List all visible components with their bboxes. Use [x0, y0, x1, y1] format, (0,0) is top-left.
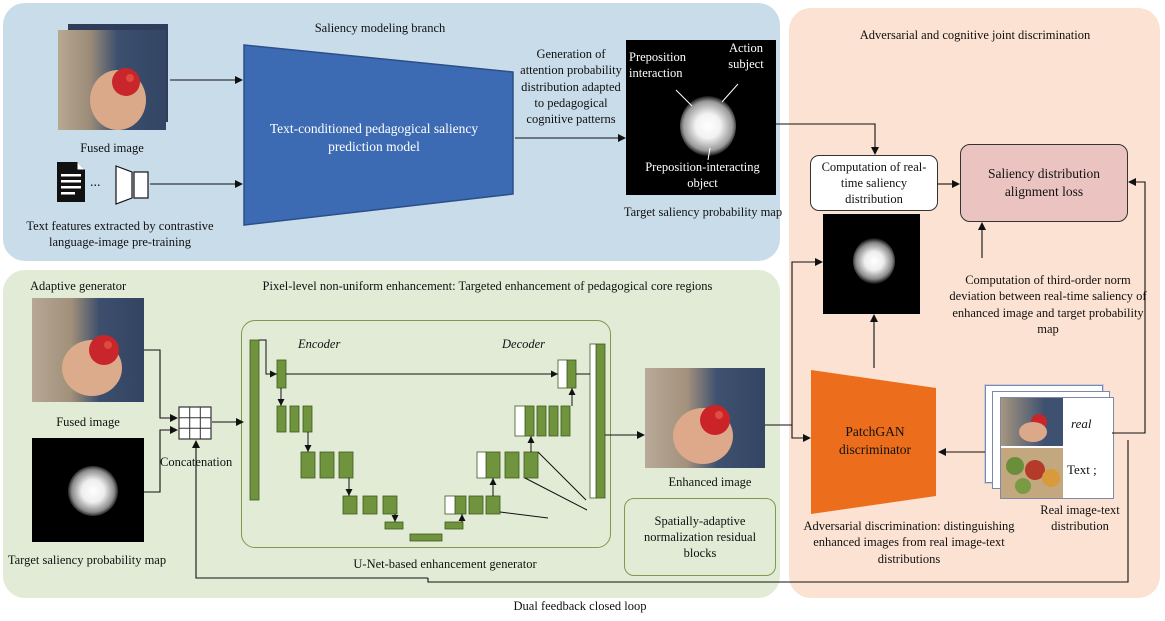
realtime-saliency-map: [823, 214, 920, 314]
saliency-model-label: Text-conditioned pedagogical saliency pr…: [269, 121, 479, 154]
target-map-label-lower: Target saliency probability map: [7, 553, 167, 567]
annotation-preposition-interaction: Preposition interaction: [629, 50, 686, 81]
enhanced-image: [645, 368, 765, 468]
generation-label: Generation of attention probability dist…: [520, 47, 622, 126]
third-order-label: Computation of third-order norm deviatio…: [949, 273, 1147, 336]
adversarial-label: Adversarial discrimination: distinguishi…: [803, 519, 1015, 566]
real-card-photo-2: [1001, 448, 1063, 498]
enhancement-title: Pixel-level non-uniform enhancement: Tar…: [262, 279, 713, 293]
adaptive-generator-label: Adaptive generator: [30, 279, 127, 293]
document-icon: [57, 162, 85, 202]
grid-icon: [178, 406, 212, 440]
annotation-action-subject: Action subject: [728, 41, 764, 72]
card-text-text: Text ;: [1067, 462, 1097, 477]
realtime-saliency-box: Computation of real-time saliency distri…: [810, 155, 938, 211]
fused-image-label: Fused image: [80, 141, 144, 155]
alignment-loss-box: Saliency distribution alignment loss: [960, 144, 1128, 222]
real-distribution-label: Real image-text distribution: [1040, 503, 1120, 534]
target-map-label-top: Target saliency probability map: [623, 205, 783, 219]
patchgan-label: PatchGAN discriminator: [839, 424, 911, 457]
real-card-front: real Text ;: [1000, 397, 1114, 499]
encoder-label: Encoder: [298, 337, 341, 351]
discrimination-title: Adversarial and cognitive joint discrimi…: [859, 28, 1091, 42]
real-card-photo-1: [1001, 398, 1063, 446]
decoder-label: Decoder: [502, 337, 546, 351]
text-encoder-icon: [115, 165, 149, 205]
target-saliency-map-lower: [32, 438, 144, 542]
fused-image-label-lower: Fused image: [56, 415, 120, 429]
loop-label: Dual feedback closed loop: [513, 599, 647, 613]
target-saliency-map: [626, 40, 776, 195]
saliency-branch-title: Saliency modeling branch: [314, 21, 446, 35]
spade-box: Spatially-adaptive normalization residua…: [624, 498, 776, 576]
saliency-model-trapezoid: [243, 44, 514, 226]
enhanced-image-label: Enhanced image: [668, 475, 752, 489]
fused-image-lower: [32, 298, 144, 402]
ellipsis: ...: [90, 175, 101, 190]
text-features-label: Text features extracted by contrastive l…: [26, 219, 214, 250]
annotation-preposition-object: Preposition-interacting object: [645, 160, 760, 191]
fused-image: [58, 30, 166, 130]
card-real-text: real: [1071, 416, 1092, 431]
